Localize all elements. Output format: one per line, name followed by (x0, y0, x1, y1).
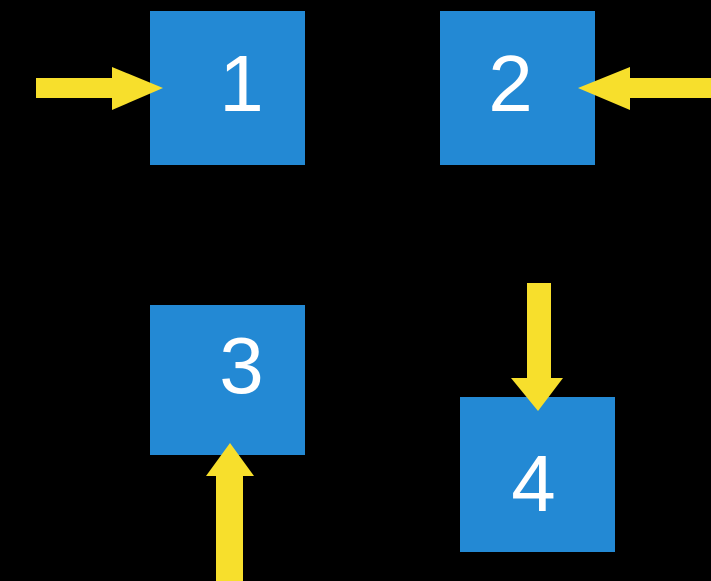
node-box-1[interactable]: 1 (150, 11, 305, 165)
node-box-4-label: 4 (511, 438, 556, 528)
node-box-3-label: 3 (219, 321, 264, 410)
node-box-2[interactable]: 2 (440, 11, 595, 165)
node-box-4[interactable]: 4 (460, 397, 615, 552)
node-box-2-label: 2 (488, 39, 533, 128)
node-box-1-label: 1 (219, 39, 264, 128)
node-box-3[interactable]: 3 (150, 305, 305, 455)
